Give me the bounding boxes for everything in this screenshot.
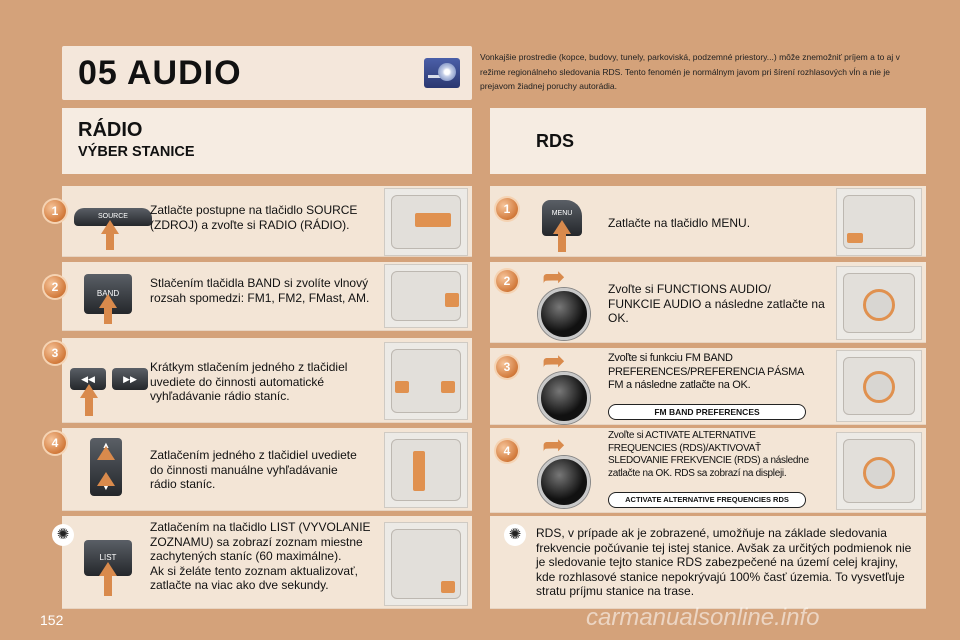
radio-panel-diagram	[836, 188, 922, 256]
radio-panel-diagram	[384, 188, 468, 256]
radio-panel-diagram	[836, 350, 922, 422]
radio-step-1: 1 SOURCE Zatlačte postupne na tlačidlo S…	[44, 186, 472, 257]
chapter-header-box	[62, 46, 472, 100]
rds-step-1: 1 MENU Zatlačte na tlačidlo MENU.	[490, 186, 926, 257]
fm-band-preferences-label: FM BAND PREFERENCES	[608, 404, 806, 420]
light-bulb-icon: ✺	[52, 524, 74, 546]
activate-af-rds-label: ACTIVATE ALTERNATIVE FREQUENCIES RDS	[608, 492, 806, 508]
press-arrow-icon	[80, 384, 98, 398]
radio-subtitle: VÝBER STANICE	[78, 144, 195, 160]
step-text: Zvoľte si funkciu FM BAND PREFERENCES/PR…	[608, 352, 804, 391]
radio-panel-diagram	[384, 522, 468, 606]
rds-title: RDS	[536, 131, 575, 151]
chapter-title: 05 AUDIO	[78, 54, 242, 92]
watermark: carmanualsonline.info	[586, 604, 820, 631]
rds-tip: ✺ RDS, v prípade ak je zobrazené, umožňu…	[490, 516, 926, 609]
press-arrow-icon	[101, 220, 119, 234]
radio-panel-diagram	[836, 432, 922, 510]
seek-forward-button-icon: ▶▶	[112, 368, 148, 390]
step-number: 1	[44, 200, 66, 222]
turn-arrow-icon: ➦	[542, 261, 566, 292]
turn-arrow-icon: ➦	[542, 429, 566, 460]
step-text: Stlačením tlačidla BAND si zvolíte vlnov…	[150, 276, 370, 305]
step-text: Zatlačte postupne na tlačidlo SOURCE (ZD…	[150, 203, 358, 232]
cd-icon	[424, 58, 460, 88]
press-arrow-icon	[97, 446, 115, 460]
radio-list-tip: ✺ LIST Zatlačením na tlačidlo LIST (VYVO…	[52, 516, 472, 609]
rds-step-3: 3 ➦ Zvoľte si funkciu FM BAND PREFERENCE…	[490, 345, 926, 425]
step-text: Zvoľte si ACTIVATE ALTERNATIVE FREQUENCI…	[608, 430, 809, 479]
ok-knob-icon	[538, 288, 590, 340]
radio-panel-diagram	[384, 342, 468, 420]
radio-title: RÁDIO	[78, 119, 143, 141]
step-number: 4	[44, 432, 66, 454]
press-arrow-icon	[97, 472, 115, 486]
radio-panel-diagram	[384, 432, 468, 508]
step-text: Zatlačte na tlačidlo MENU.	[608, 216, 751, 230]
step-number: 1	[496, 198, 518, 220]
step-text: Zatlačením jedného z tlačidiel uvediete …	[150, 448, 357, 491]
ok-knob-icon	[538, 456, 590, 508]
radio-step-3: 3 ◀◀ ▶▶ Krátkym stlačením jedného z tlač…	[44, 338, 472, 423]
rds-section-header	[490, 108, 926, 174]
step-number: 4	[496, 440, 518, 462]
press-arrow-icon	[553, 220, 571, 234]
press-arrow-icon	[99, 562, 117, 576]
radio-step-2: 2 BAND Stlačením tlačidla BAND si zvolít…	[44, 262, 472, 331]
page-number: 152	[40, 612, 64, 628]
step-text: Zvoľte si FUNCTIONS AUDIO/ FUNKCIE AUDIO…	[608, 282, 825, 325]
press-arrow-icon	[99, 294, 117, 308]
turn-arrow-icon: ➦	[542, 345, 566, 376]
tip-text: RDS, v prípade ak je zobrazené, umožňuje…	[536, 526, 912, 598]
step-number: 2	[44, 276, 66, 298]
tip-text: Zatlačením na tlačidlo LIST (VYVOLANIE Z…	[150, 520, 371, 592]
light-bulb-icon: ✺	[504, 524, 526, 546]
rds-step-4: 4 ➦ Zvoľte si ACTIVATE ALTERNATIVE FREQU…	[490, 428, 926, 513]
radio-section-header	[62, 108, 472, 174]
ok-knob-icon	[538, 372, 590, 424]
reception-warning: Vonkajšie prostredie (kopce, budovy, tun…	[480, 52, 900, 91]
radio-panel-diagram	[836, 266, 922, 340]
rds-step-2: 2 ➦ Zvoľte si FUNCTIONS AUDIO/ FUNKCIE A…	[490, 261, 926, 343]
step-number: 2	[496, 270, 518, 292]
radio-step-4: 4 ▲▼ Zatlačením jedného z tlačidiel uved…	[44, 428, 472, 511]
source-button-icon: SOURCE	[74, 208, 152, 226]
radio-panel-diagram	[384, 264, 468, 328]
step-text: Krátkym stlačením jedného z tlačidiel uv…	[150, 360, 348, 403]
step-number: 3	[44, 342, 66, 364]
step-number: 3	[496, 356, 518, 378]
